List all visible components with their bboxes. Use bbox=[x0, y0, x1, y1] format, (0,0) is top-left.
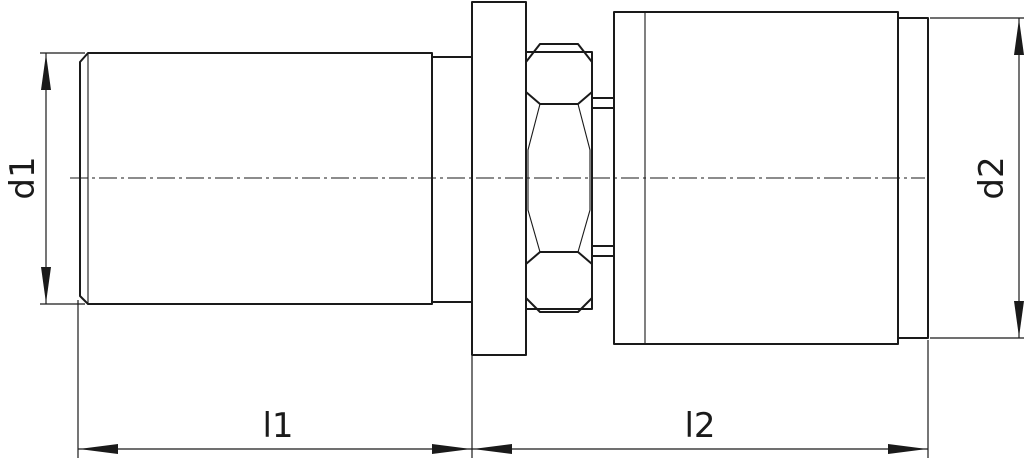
l2-label: l2 bbox=[684, 406, 715, 446]
dimension-l2: l2 bbox=[472, 340, 929, 458]
dimension-l1: l1 bbox=[77, 300, 473, 458]
dimension-d1: d1 bbox=[3, 52, 85, 305]
hex-nut bbox=[525, 43, 593, 313]
d1-label: d1 bbox=[3, 156, 43, 199]
connector-pins bbox=[591, 97, 615, 257]
dimension-d2: d2 bbox=[930, 17, 1024, 339]
l1-label: l1 bbox=[262, 406, 293, 446]
neck bbox=[432, 56, 472, 303]
d2-label: d2 bbox=[972, 156, 1012, 199]
